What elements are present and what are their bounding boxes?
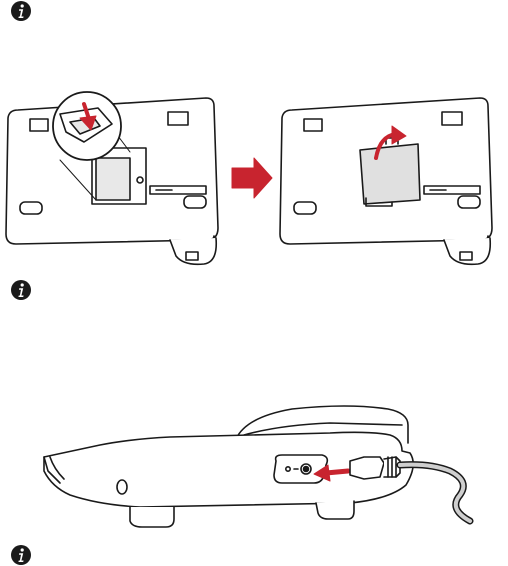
phone-underside-step-1 — [6, 92, 218, 264]
info-icon — [10, 279, 32, 301]
phone-underside-step-2 — [280, 98, 492, 264]
info-icon — [10, 0, 32, 22]
info-icon — [10, 544, 32, 566]
right-arrow — [232, 158, 272, 198]
battery-installation-illustration — [0, 88, 508, 273]
power-connection-illustration — [30, 395, 490, 535]
